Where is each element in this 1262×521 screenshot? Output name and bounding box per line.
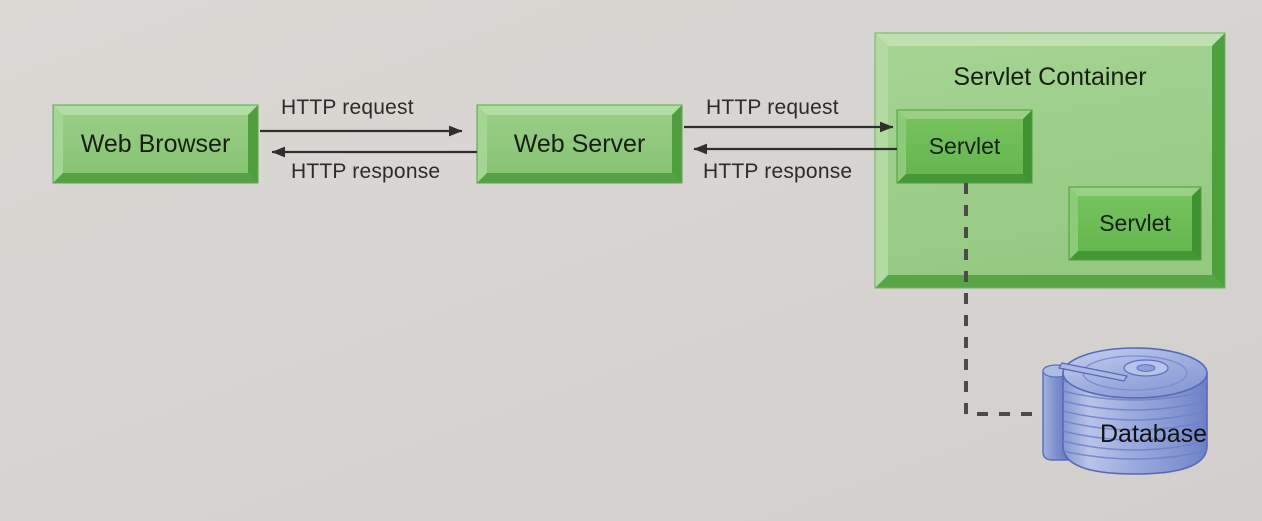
- node-database-shape[interactable]: [1042, 347, 1208, 475]
- node-web-server-shape[interactable]: [476, 104, 683, 184]
- node-servlet-two-shape[interactable]: [1068, 186, 1202, 261]
- edge-label-http-request-left: HTTP request: [281, 96, 414, 119]
- node-web-browser-shape[interactable]: [52, 104, 259, 184]
- node-servlet-one-shape[interactable]: [896, 109, 1033, 184]
- edge-label-http-response-right: HTTP response: [703, 160, 853, 183]
- edge-label-http-response-left: HTTP response: [291, 160, 441, 183]
- node-database-label: Database: [1100, 420, 1208, 448]
- edge-servlet-to-database: [964, 183, 1052, 416]
- edge-label-http-request-right: HTTP request: [706, 96, 839, 119]
